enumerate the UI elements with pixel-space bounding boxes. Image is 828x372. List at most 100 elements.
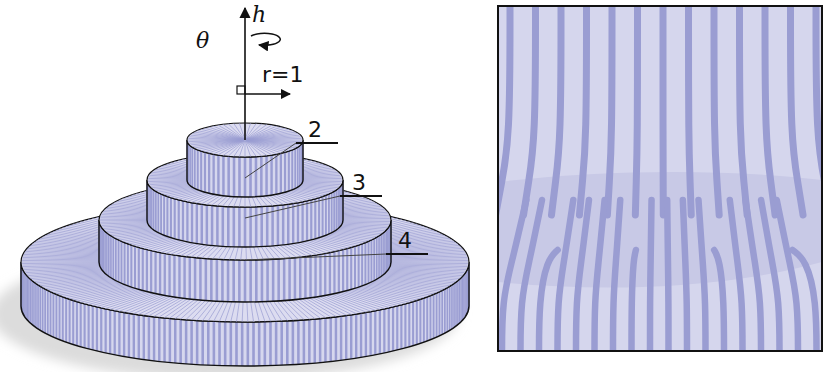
stripe: [740, 6, 748, 215]
stripe: [365, 313, 367, 357]
stripe: [121, 241, 123, 283]
stripe: [235, 322, 238, 366]
stripe: [436, 293, 438, 337]
stripe: [306, 201, 308, 241]
stripe: [227, 156, 230, 196]
stripe: [304, 256, 306, 298]
stripe: [127, 244, 129, 286]
stripe: [163, 318, 165, 362]
stripe: [222, 156, 224, 196]
closeup-panel: [496, 0, 828, 360]
stripe: [292, 204, 294, 244]
stripe: [35, 284, 37, 328]
stripe: [444, 289, 446, 333]
radius-label: 3: [352, 172, 366, 194]
stripe: [185, 320, 188, 364]
stripe: [287, 204, 289, 244]
stripe: [361, 244, 363, 286]
stripe: [299, 146, 301, 186]
stripe: [143, 316, 145, 360]
stripe: [255, 207, 258, 247]
stripe: [698, 200, 705, 351]
axis-label: r=1: [262, 64, 303, 86]
stripe: [65, 298, 67, 342]
stripe: [252, 322, 255, 366]
panel-border: [498, 6, 822, 351]
stripe: [105, 309, 107, 353]
stripe: [191, 147, 193, 187]
stripe: [324, 318, 326, 362]
stripe: [265, 156, 267, 196]
stripe: [255, 260, 258, 302]
tier: [21, 202, 469, 366]
stripe: [325, 195, 327, 235]
tier: [99, 180, 391, 302]
stripe: [283, 259, 286, 301]
stripe: [159, 253, 161, 295]
stripe: [221, 260, 224, 302]
stripe: [39, 286, 41, 330]
stripe: [336, 190, 338, 230]
stripe: [451, 285, 453, 329]
stripe: [660, 6, 667, 215]
stripe: [460, 278, 461, 322]
stripe: [498, 6, 510, 215]
stripe: [280, 321, 283, 365]
stripe: [683, 200, 687, 351]
stripe: [199, 258, 202, 300]
stripe: [284, 152, 286, 192]
stripe: [33, 282, 35, 326]
stripe: [260, 207, 263, 247]
stripe: [31, 281, 32, 325]
stripe: [364, 243, 366, 285]
stripe: [439, 292, 441, 336]
axis-label: θ: [196, 30, 209, 52]
stripe: [206, 205, 208, 245]
stripe: [371, 240, 373, 282]
stripe: [227, 207, 230, 247]
stripe: [378, 236, 380, 278]
stripe: [551, 6, 561, 215]
radius-line: [245, 196, 340, 218]
radial-stripe: [245, 141, 250, 157]
stripe: [299, 257, 301, 299]
stripe: [153, 190, 155, 230]
stripe: [212, 154, 214, 194]
stripe: [106, 233, 108, 275]
stripe: [189, 257, 191, 299]
stripe: [462, 276, 463, 320]
stripe: [689, 6, 692, 215]
stripe: [340, 185, 341, 225]
stripe: [80, 303, 82, 347]
stripe: [118, 240, 120, 282]
stripe: [138, 247, 140, 289]
stripe: [650, 200, 652, 351]
stripe: [112, 237, 114, 279]
stripe: [457, 281, 458, 325]
stripe: [179, 319, 182, 363]
right-angle-mark: [237, 86, 245, 94]
stripe: [396, 306, 398, 350]
stripe: [163, 195, 165, 235]
stripe: [360, 313, 362, 357]
stripe: [69, 299, 71, 343]
stripe: [374, 311, 376, 355]
stripe: [301, 144, 302, 184]
stripe: [416, 301, 418, 345]
stripe: [153, 317, 155, 361]
stripe: [282, 205, 284, 245]
stripe: [446, 288, 448, 332]
stripe: [350, 247, 352, 289]
stripe: [182, 201, 184, 241]
stripe: [222, 206, 225, 246]
tier: [147, 153, 343, 247]
stripe: [42, 288, 44, 332]
stripe: [194, 149, 196, 189]
axis-label: h: [252, 4, 266, 26]
stripe: [26, 275, 27, 319]
stripe: [194, 258, 197, 300]
radial-stripe: [246, 141, 262, 156]
stripe: [255, 157, 258, 197]
stripe: [313, 319, 316, 363]
stripe: [189, 146, 191, 186]
